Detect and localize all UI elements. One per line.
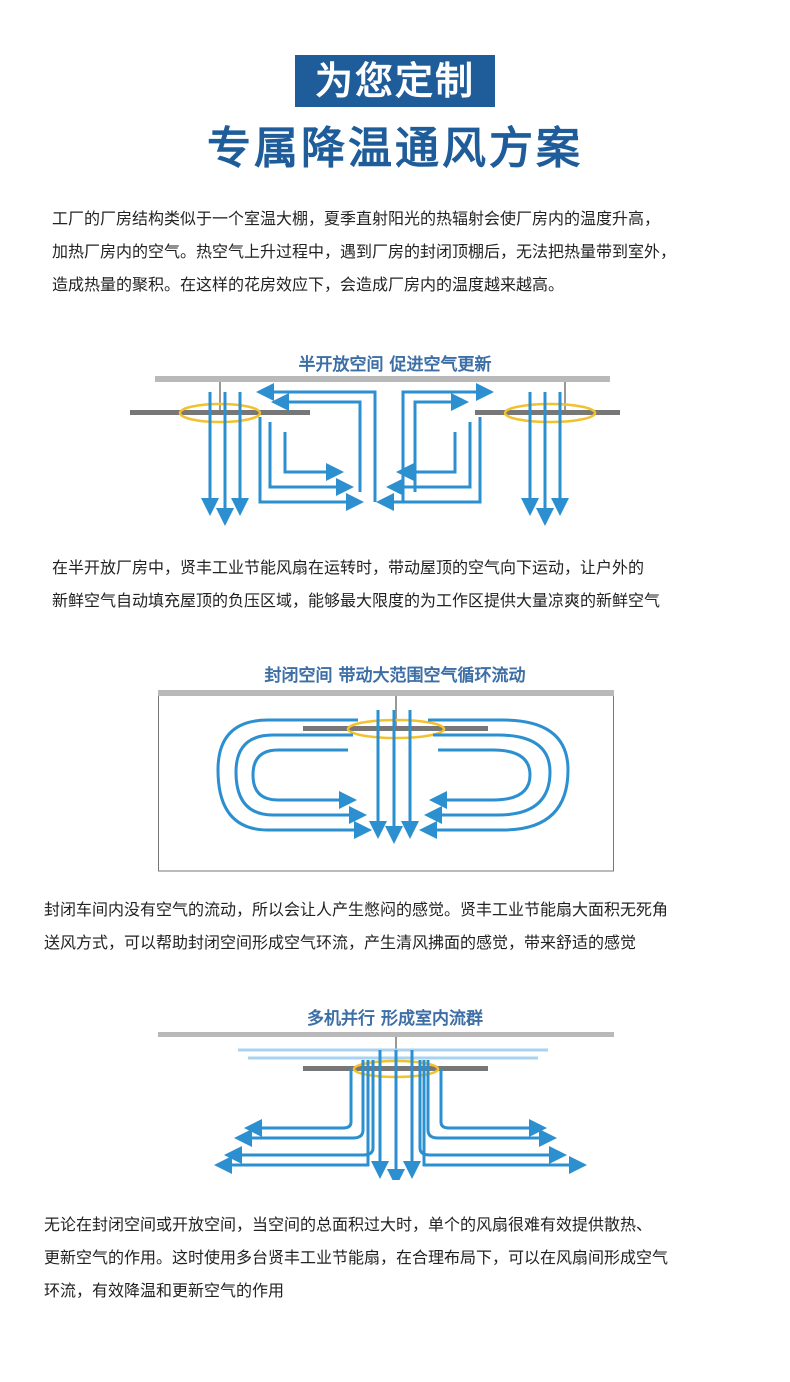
intro-line: 加热厂房内的空气。热空气上升过程中，遇到厂房的封闭顶棚后，无法把热量带到室外， [52,242,677,261]
section3-line: 更新空气的作用。这时使用多台贤丰工业节能扇，在合理布局下，可以在风扇间形成空气 [44,1248,669,1267]
title-badge: 为您定制 [295,55,495,107]
section2-line: 封闭车间内没有空气的流动，所以会让人产生憋闷的感觉。贤丰工业节能扇大面积无死角 [44,900,669,919]
intro-paragraph: 工厂的厂房结构类似于一个室温大棚，夏季直射阳光的热辐射会使厂房内的温度升高， 加… [52,202,676,301]
section1-line: 新鲜空气自动填充屋顶的负压区域，能够最大限度的为工作区提供大量凉爽的新鲜空气 [52,591,661,610]
fan-blade-right [475,410,620,415]
section3-line: 环流，有效降温和更新空气的作用 [44,1281,285,1300]
section3-paragraph: 无论在封闭空间或开放空间，当空间的总面积过大时，单个的风扇很难有效提供散热、 更… [44,1208,668,1307]
intro-line: 造成热量的聚积。在这样的花房效应下，会造成厂房内的温度越来越高。 [52,275,565,294]
section1-title: 半开放空间 促进空气更新 [298,355,492,375]
section3-line: 无论在封闭空间或开放空间，当空间的总面积过大时，单个的风扇很难有效提供散热、 [44,1215,653,1234]
ceiling-beam [158,1032,614,1037]
section2-title: 封闭空间 带动大范围空气循环流动 [264,666,526,686]
section1-paragraph: 在半开放厂房中，贤丰工业节能风扇在运转时，带动屋顶的空气向下运动，让户外的 新鲜… [52,551,660,617]
page-title: 专属降温通风方案 [207,123,583,174]
ceiling-beam [155,376,610,382]
intro-line: 工厂的厂房结构类似于一个室温大棚，夏季直射阳光的热辐射会使厂房内的温度升高， [52,209,661,228]
multi-fan-airflow-diagram [158,1030,614,1180]
fan-blade-left [130,410,310,415]
section1-line: 在半开放厂房中，贤丰工业节能风扇在运转时，带动屋顶的空气向下运动，让户外的 [52,558,645,577]
section3-title: 多机并行 形成室内流群 [307,1009,483,1029]
semi-open-airflow-diagram [120,372,620,532]
fan-ring [346,718,446,740]
section2-line: 送风方式，可以帮助封闭空间形成空气环流，产生清风拂面的感觉，带来舒适的感觉 [44,933,637,952]
fan-ring-right [503,402,597,424]
fan-ring-left [178,402,262,424]
ceiling-beam [158,690,614,696]
closed-space-airflow-diagram [158,690,614,872]
section2-paragraph: 封闭车间内没有空气的流动，所以会让人产生憋闷的感觉。贤丰工业节能扇大面积无死角 … [44,893,668,959]
